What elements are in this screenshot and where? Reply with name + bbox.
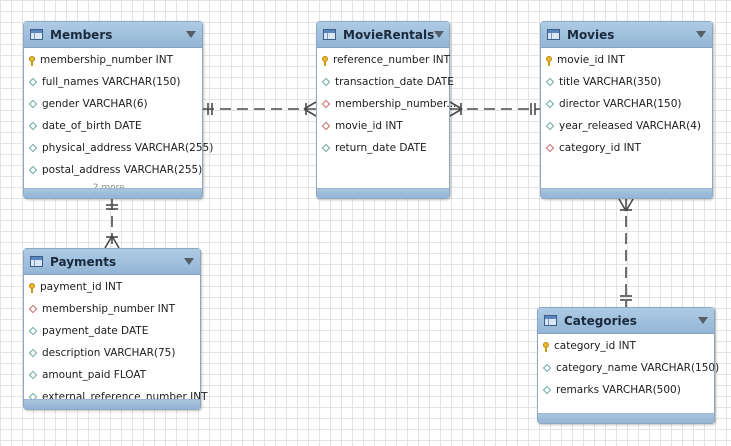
table-footer [317,188,449,198]
column-diamond-icon [28,165,38,175]
table-footer [538,413,714,423]
movierentals-table-title: MovieRentals [343,27,435,42]
payments-table[interactable]: Payments payment_id INT membership_numbe… [23,248,208,410]
table-icon [547,29,560,40]
movies-table-title: Movies [567,27,615,42]
column-row[interactable]: membership_number INT [24,298,200,320]
column-row[interactable]: title VARCHAR(350) [541,71,712,93]
collapse-arrow-icon[interactable] [184,258,194,265]
movierentals-table-header[interactable]: MovieRentals [317,22,449,48]
column-diamond-icon [542,363,552,373]
column-row[interactable]: year_released VARCHAR(4) [541,115,712,137]
column-row[interactable]: payment_date DATE [24,320,200,342]
column-diamond-icon [321,143,331,153]
table-footer [24,188,202,198]
primary-key-icon [29,282,35,293]
relationship-members-payments[interactable] [104,199,120,249]
column-diamond-icon [28,77,38,87]
column-row[interactable]: full_names VARCHAR(150) [24,71,202,93]
payments-table-header[interactable]: Payments [24,249,200,275]
column-diamond-icon [28,121,38,131]
column-diamond-icon [321,77,331,87]
column-diamond-icon [28,326,38,336]
column-row[interactable]: gender VARCHAR(6) [24,93,202,115]
column-row[interactable]: date_of_birth DATE [24,115,202,137]
primary-key-icon [543,341,549,352]
primary-key-icon [29,55,35,66]
collapse-arrow-icon[interactable] [698,317,708,324]
foreign-key-diamond-icon [321,121,331,131]
column-row[interactable]: remarks VARCHAR(500) [538,379,714,401]
column-diamond-icon [28,348,38,358]
relationship-categories-movies[interactable] [618,198,634,307]
column-row[interactable]: description VARCHAR(75) [24,342,200,364]
collapse-arrow-icon[interactable] [434,31,445,38]
column-row[interactable]: category_name VARCHAR(150) [538,357,719,379]
column-diamond-icon [545,77,555,87]
column-row[interactable]: movie_id INT [541,49,712,71]
column-row[interactable]: reference_number INT [317,49,450,71]
foreign-key-diamond-icon [28,304,38,314]
categories-table-title: Categories [564,313,637,328]
members-table[interactable]: Members membership_number INT full_names… [23,21,213,199]
column-row[interactable]: payment_id INT [24,276,200,298]
column-row[interactable]: category_id INT [538,335,714,357]
column-diamond-icon [545,121,555,131]
categories-table[interactable]: Categories category_id INT category_name… [537,307,719,424]
column-row[interactable]: movie_id INT [317,115,449,137]
table-icon [323,29,336,40]
movierentals-table[interactable]: MovieRentals reference_number INT transa… [316,21,456,199]
table-icon [30,29,43,40]
primary-key-icon [546,55,552,66]
column-diamond-icon [28,99,38,109]
foreign-key-diamond-icon [321,99,331,109]
table-footer [24,399,200,409]
primary-key-icon [322,55,328,66]
column-row[interactable]: physical_address VARCHAR(255) [24,137,213,159]
column-diamond-icon [545,99,555,109]
foreign-key-diamond-icon [545,143,555,153]
movies-table[interactable]: Movies movie_id INT title VARCHAR(350) d… [540,21,713,199]
column-row[interactable]: postal_address VARCHAR(255) [24,159,202,181]
table-icon [544,315,557,326]
relationship-members-movierentals[interactable] [203,101,317,117]
column-row[interactable]: transaction_date DATE [317,71,454,93]
members-table-header[interactable]: Members [24,22,202,48]
payments-table-title: Payments [50,254,117,269]
collapse-arrow-icon[interactable] [696,31,706,38]
column-diamond-icon [28,370,38,380]
column-row[interactable]: category_id INT [541,137,712,159]
column-diamond-icon [542,385,552,395]
table-icon [30,256,43,267]
column-row[interactable]: membership_number... [317,93,456,115]
column-row[interactable]: return_date DATE [317,137,449,159]
column-row[interactable]: director VARCHAR(150) [541,93,712,115]
movies-table-header[interactable]: Movies [541,22,712,48]
relationship-movies-movierentals[interactable] [449,101,540,117]
collapse-arrow-icon[interactable] [186,31,196,38]
column-diamond-icon [28,143,38,153]
column-row[interactable]: amount_paid FLOAT [24,364,200,386]
categories-table-header[interactable]: Categories [538,308,714,334]
members-table-title: Members [50,27,113,42]
column-row[interactable]: membership_number INT [24,49,202,71]
table-footer [541,188,712,198]
